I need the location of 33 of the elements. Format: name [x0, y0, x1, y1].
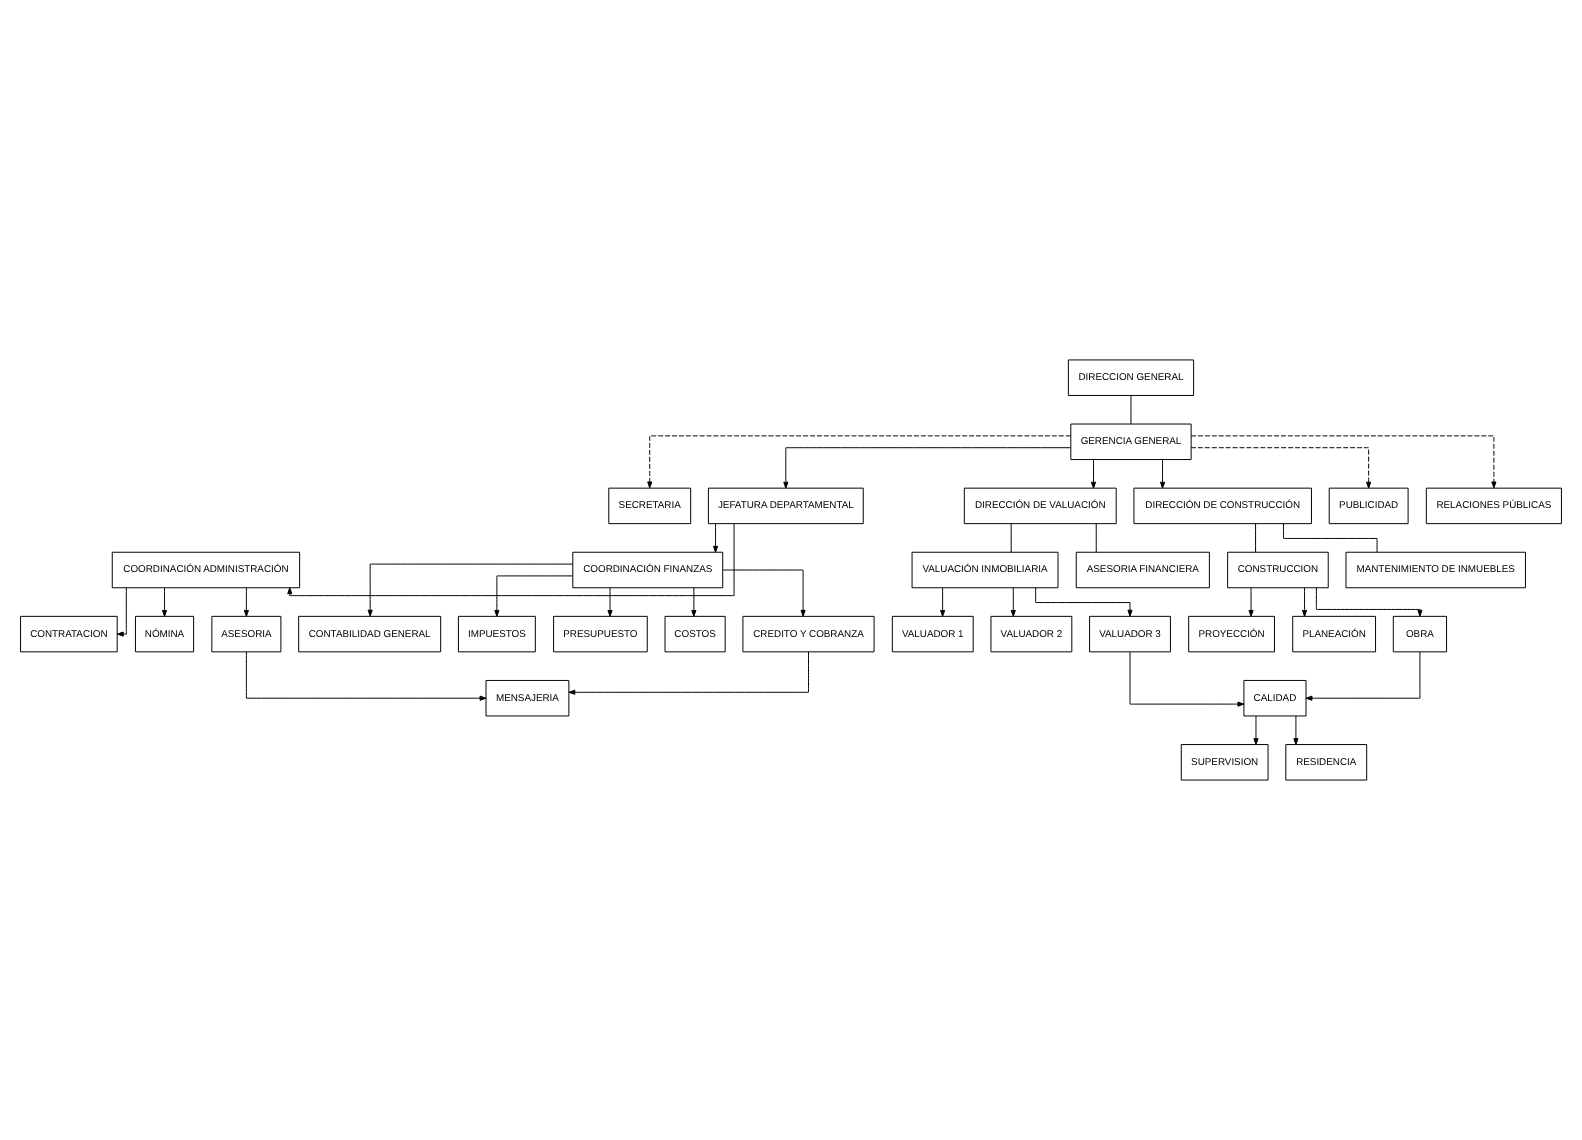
arrow — [647, 435, 1071, 489]
connector — [1255, 523, 1257, 553]
arrow — [713, 523, 719, 553]
arrow — [1305, 651, 1421, 701]
arrow — [1035, 587, 1133, 617]
connector — [1010, 523, 1012, 553]
arrow — [243, 587, 249, 617]
arrow — [1293, 715, 1299, 746]
arrow — [245, 651, 487, 701]
connector — [1283, 523, 1378, 553]
arrow — [722, 569, 806, 617]
arrow — [1253, 715, 1259, 746]
connector — [1130, 395, 1132, 425]
arrow — [940, 587, 946, 617]
arrow — [1190, 447, 1372, 489]
arrow — [1315, 587, 1423, 617]
arrow — [1190, 435, 1497, 489]
arrow — [1090, 459, 1097, 489]
arrow — [161, 587, 168, 617]
arrow — [1302, 587, 1308, 617]
arrow — [367, 563, 574, 617]
arrow — [287, 523, 735, 597]
connector — [1095, 523, 1097, 553]
arrow — [1159, 459, 1166, 489]
arrow — [783, 447, 1071, 489]
arrow — [1248, 587, 1254, 617]
arrow — [607, 587, 613, 617]
arrow — [1010, 587, 1016, 617]
arrow — [494, 575, 574, 617]
arrow — [568, 651, 809, 695]
arrow — [116, 587, 127, 637]
arrow — [1129, 651, 1245, 707]
arrow — [691, 587, 697, 617]
